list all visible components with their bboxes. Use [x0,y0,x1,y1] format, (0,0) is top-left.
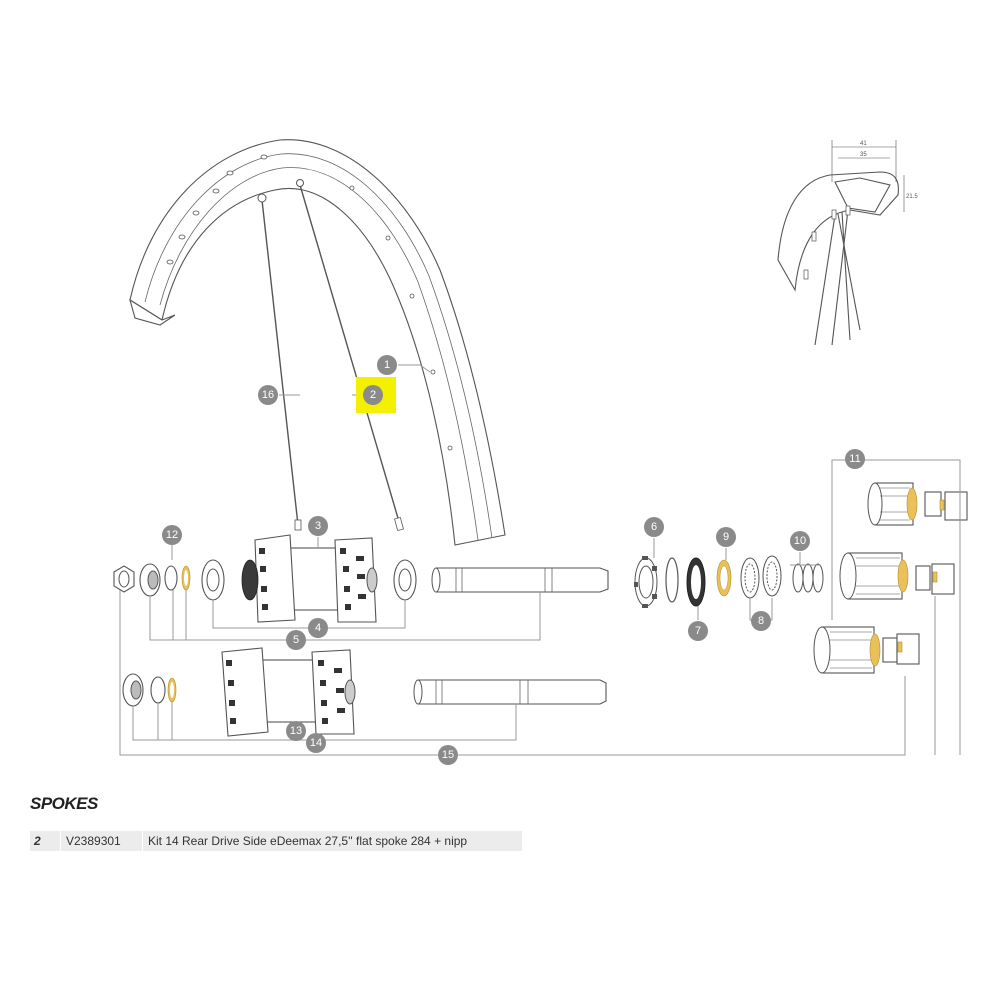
callout-8-label: 8 [758,615,764,627]
part-code: V2389301 [66,834,121,848]
callout-14-label: 14 [310,737,322,749]
dim-height: 21.5 [906,194,918,200]
spoke-16 [257,193,302,531]
spring-ring [665,557,679,603]
section-title: SPOKES [30,794,98,813]
callout-2[interactable]: 2 [363,385,383,405]
callout-11-label: 11 [849,453,860,465]
callout-4[interactable]: 4 [308,618,328,638]
callout-1[interactable]: 1 [377,355,397,375]
callout-12-label: 12 [166,529,178,541]
part-description: Kit 14 Rear Drive Side eDeemax 27,5'' fl… [148,834,468,848]
callout-6[interactable]: 6 [644,517,664,537]
callout-16-label: 16 [262,389,274,401]
axle-alt [413,679,607,705]
callout-16[interactable]: 16 [258,385,278,405]
column-divider [142,831,143,851]
hub-body-3 [241,534,378,623]
callout-15-label: 15 [442,749,454,761]
callout-11[interactable]: 11 [845,449,865,469]
springs-10 [792,563,824,593]
callout-14[interactable]: 14 [306,733,326,753]
callout-15[interactable]: 15 [438,745,458,765]
callout-12[interactable]: 12 [162,525,182,545]
callout-10-label: 10 [794,535,806,547]
callout-3-label: 3 [315,520,321,532]
spoke-2 [296,179,404,532]
callout-5-label: 5 [293,634,299,646]
callout-2-label: 2 [370,389,376,401]
callout-5[interactable]: 5 [286,630,306,650]
callout-9-label: 9 [723,531,729,543]
shim-9 [716,559,732,597]
axle-5 [431,567,609,593]
dim-width-inner: 35 [860,152,867,158]
callout-9[interactable]: 9 [716,527,736,547]
callout-8[interactable]: 8 [751,611,771,631]
bearing-right [393,559,417,601]
hub-body-13 [221,647,356,737]
dim-width-outer: 41 [860,141,867,147]
callout-3[interactable]: 3 [308,516,328,536]
callout-1-label: 1 [384,359,390,371]
endcap-left-alt [122,673,177,707]
rim-profile-inset: 41 35 21.5 [777,140,918,346]
callout-7-label: 7 [695,625,701,637]
freehub-body-mid [839,552,955,600]
callout-13-label: 13 [290,725,302,737]
freehub-body-bottom [813,626,920,674]
item-number: 2 [34,834,41,848]
pawl-kit-8 [740,555,782,599]
endcap-left [113,565,135,593]
rim [129,139,506,546]
callout-13[interactable]: 13 [286,721,306,741]
ratchet-ring-6 [634,556,658,608]
callout-4-label: 4 [315,622,321,634]
callout-6-label: 6 [651,521,657,533]
column-divider [60,831,61,851]
callout-7[interactable]: 7 [688,621,708,641]
bearing-left [201,559,225,601]
callout-10[interactable]: 10 [790,531,810,551]
seal-7 [686,557,706,607]
bearing-kit-12 [139,563,191,597]
parts-table: 2 V2389301 Kit 14 Rear Drive Side eDeema… [30,831,522,851]
freehub-body-top [867,482,968,526]
